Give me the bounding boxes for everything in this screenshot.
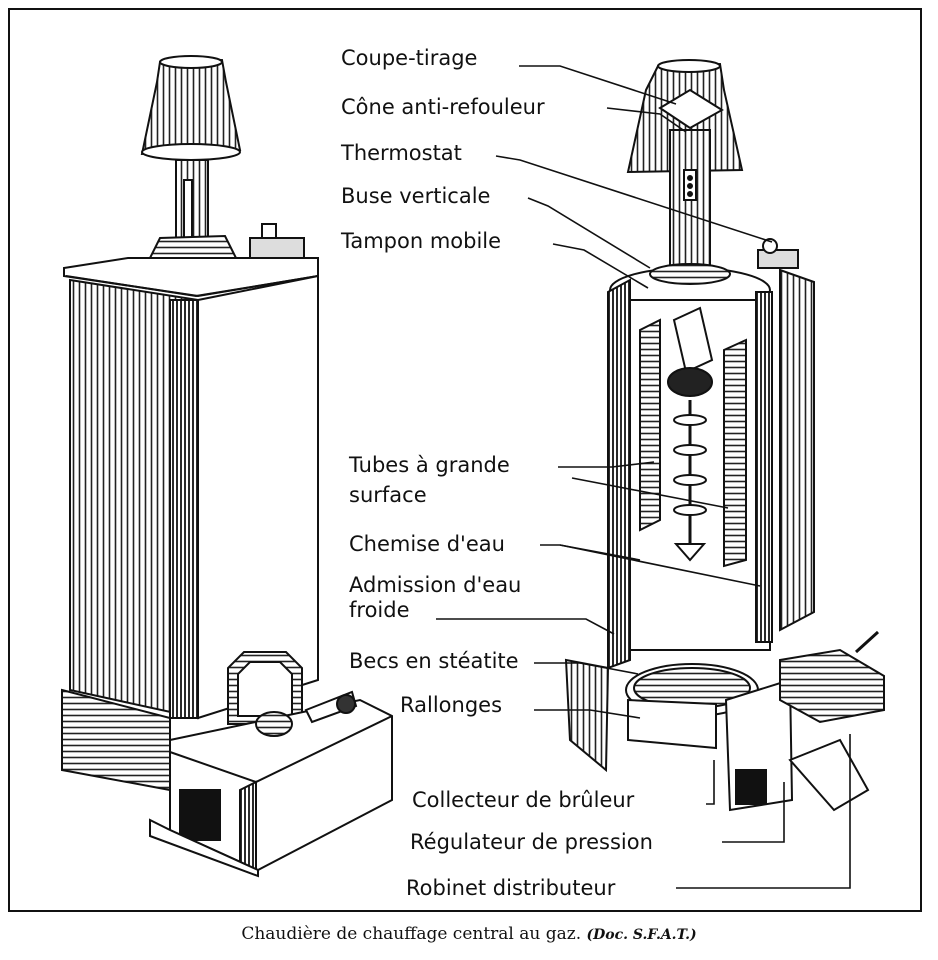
labels: Coupe-tirage Cône anti-refouleur Thermos… xyxy=(340,46,653,900)
label-tubes-line2: surface xyxy=(349,483,427,507)
caption-text: Chaudière de chauffage central au gaz. xyxy=(241,924,582,944)
label-regulateur-pression: Régulateur de pression xyxy=(410,830,653,854)
label-collecteur-bruleur: Collecteur de brûleur xyxy=(412,788,635,812)
label-thermostat: Thermostat xyxy=(340,141,462,165)
label-admission-line1: Admission d'eau xyxy=(349,573,521,597)
label-robinet-distributeur: Robinet distributeur xyxy=(406,876,616,900)
label-cone-anti-refouleur: Cône anti-refouleur xyxy=(341,95,545,119)
label-rallonges: Rallonges xyxy=(400,693,502,717)
leader-lines xyxy=(436,65,851,889)
boiler-illustration: Coupe-tirage Cône anti-refouleur Thermos… xyxy=(61,46,885,900)
label-becs-steatite: Becs en stéatite xyxy=(349,649,519,673)
caption-source: (Doc. S.F.A.T.) xyxy=(586,927,697,943)
label-tubes-line1: Tubes à grande xyxy=(348,453,510,477)
label-coupe-tirage: Coupe-tirage xyxy=(341,46,477,70)
label-admission-line2: froide xyxy=(349,598,410,622)
closed-boiler xyxy=(61,55,393,878)
label-chemise-eau: Chemise d'eau xyxy=(349,532,505,556)
label-tampon-mobile: Tampon mobile xyxy=(340,229,501,253)
label-buse-verticale: Buse verticale xyxy=(341,184,490,208)
cutaway-boiler xyxy=(564,59,885,812)
figure-caption: Chaudière de chauffage central au gaz. (… xyxy=(0,924,938,944)
